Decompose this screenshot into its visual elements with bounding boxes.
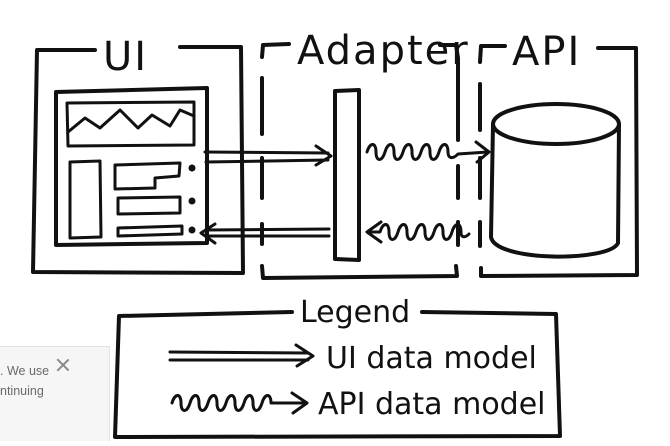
- database-top: [491, 102, 621, 146]
- adapter-section-title: Adapter: [297, 28, 470, 74]
- adapter-to-api-wavy-arrow: [365, 140, 491, 164]
- cookie-notice-line-2: ntinuing: [0, 384, 44, 398]
- ui-mockup-dot-1: [188, 164, 196, 172]
- adapter-section: Adapter: [260, 28, 470, 280]
- ui-mockup: [54, 86, 209, 247]
- ui-mockup-field-1: [113, 161, 182, 191]
- ui-mockup-image: [65, 100, 196, 148]
- adapter-frame: [260, 42, 460, 280]
- ui-mockup-field-2: [116, 195, 182, 216]
- legend-frame: [113, 310, 562, 439]
- ui-mockup-sidebar: [68, 159, 103, 240]
- api-section-title: API: [512, 29, 581, 75]
- legend: Legend UI data model API data model: [113, 295, 562, 439]
- database-body: [489, 122, 621, 259]
- cookie-notice: . We use ntinuing: [0, 346, 110, 441]
- legend-label-api-data-model: API data model: [318, 387, 546, 422]
- adapter-block: [333, 88, 361, 262]
- legend-item-ui-data-model: UI data model: [168, 341, 537, 376]
- api-to-adapter-wavy-arrow: [365, 220, 471, 244]
- cookie-notice-text: . We use ntinuing: [0, 361, 108, 401]
- legend-label-ui-data-model: UI data model: [326, 341, 537, 376]
- ui-frame: [31, 45, 245, 275]
- straight-arrow-icon: [168, 343, 315, 368]
- adapter-to-ui-arrow: [199, 222, 331, 245]
- close-icon[interactable]: [55, 357, 71, 373]
- ui-section-title: UI: [103, 34, 148, 80]
- ui-to-adapter-arrow: [203, 144, 333, 167]
- mountain-icon: [66, 108, 196, 134]
- legend-item-api-data-model: API data model: [170, 387, 546, 422]
- api-section: API: [478, 29, 639, 278]
- api-frame: [478, 44, 639, 278]
- wavy-arrow-icon: [170, 394, 306, 412]
- ui-mockup-dot-3: [188, 226, 196, 234]
- ui-mockup-field-3: [116, 224, 184, 238]
- ui-mockup-window: [54, 86, 209, 247]
- database-icon: [489, 102, 621, 259]
- ui-section: UI: [31, 34, 245, 275]
- legend-title: Legend: [300, 295, 410, 330]
- ui-mockup-dot-2: [188, 197, 196, 205]
- cookie-notice-line-1: . We use: [0, 364, 50, 378]
